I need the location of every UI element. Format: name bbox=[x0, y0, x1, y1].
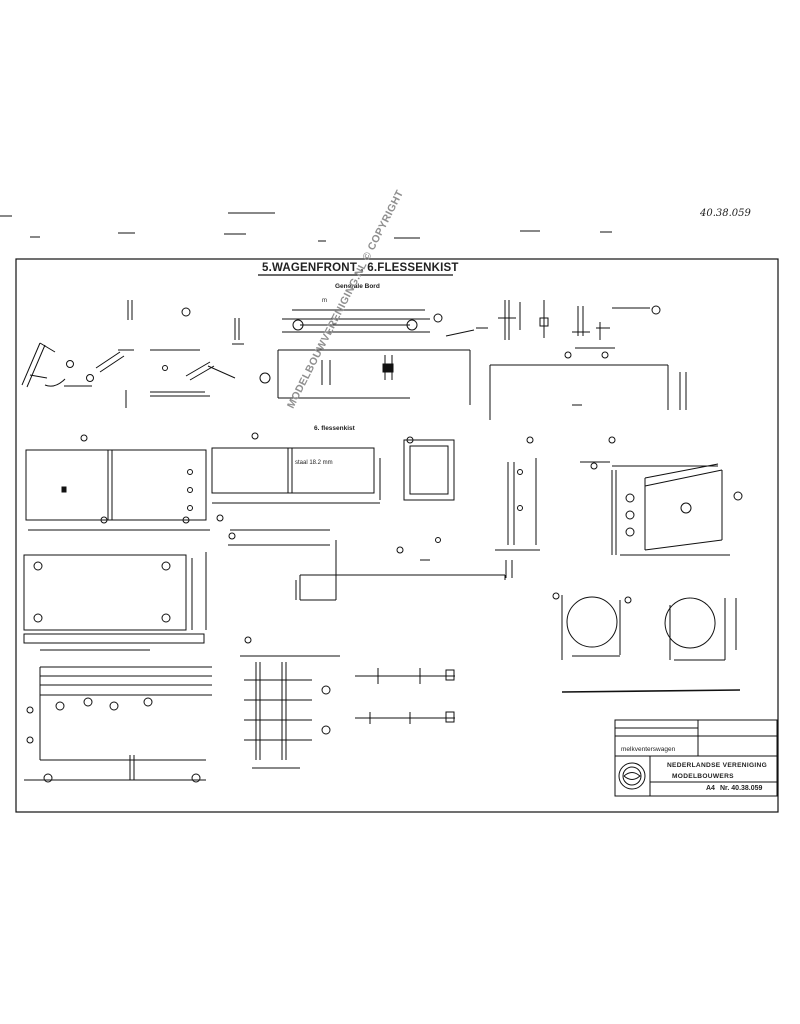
title-block-organization-line2: MODELBOUWERS bbox=[672, 773, 734, 780]
title-block-drawing-number: Nr. 40.38.059 bbox=[720, 785, 763, 792]
title-block-project-name: melkventerswagen bbox=[621, 746, 676, 753]
dimension-label-bord: m bbox=[322, 298, 327, 304]
title-block-organization-line1: NEDERLANDSE VERENIGING bbox=[667, 762, 768, 769]
detail-wheel-arches bbox=[552, 592, 741, 693]
detail-flessenkist bbox=[211, 432, 381, 531]
scan-edge-marks bbox=[0, 212, 612, 242]
detail-bracket bbox=[127, 300, 244, 397]
detail-latch-profiles bbox=[355, 668, 455, 724]
sheet-frame bbox=[15, 258, 779, 813]
detail-generale-bord bbox=[259, 309, 488, 405]
detail-kist-perspective bbox=[580, 436, 743, 556]
detail-achterwand bbox=[23, 552, 207, 651]
detail-hinges bbox=[489, 300, 687, 420]
detail-kist-side bbox=[495, 436, 540, 578]
detail-voorwand bbox=[25, 434, 210, 531]
detail-section-1 bbox=[228, 436, 455, 546]
detail-seat-diagonal bbox=[21, 342, 134, 408]
section-label-generale-bord: Generale Bord bbox=[335, 283, 380, 290]
detail-flessenrek bbox=[240, 636, 340, 769]
detail-flessenkist-front bbox=[295, 540, 506, 601]
dimension-label-flessenkist: staal 18.2 mm bbox=[295, 460, 333, 466]
section-label-flessenkist: 6. flessenkist bbox=[314, 425, 355, 432]
title-block-sheet-format: A4 bbox=[706, 785, 715, 792]
detail-onderstel bbox=[24, 666, 212, 783]
handwritten-drawing-number: 40.38.059 bbox=[700, 208, 751, 219]
nvm-emblem bbox=[618, 762, 646, 790]
title-block bbox=[614, 719, 778, 797]
drawing-title: 5.WAGENFRONT , 6.FLESSENKIST bbox=[262, 262, 459, 274]
